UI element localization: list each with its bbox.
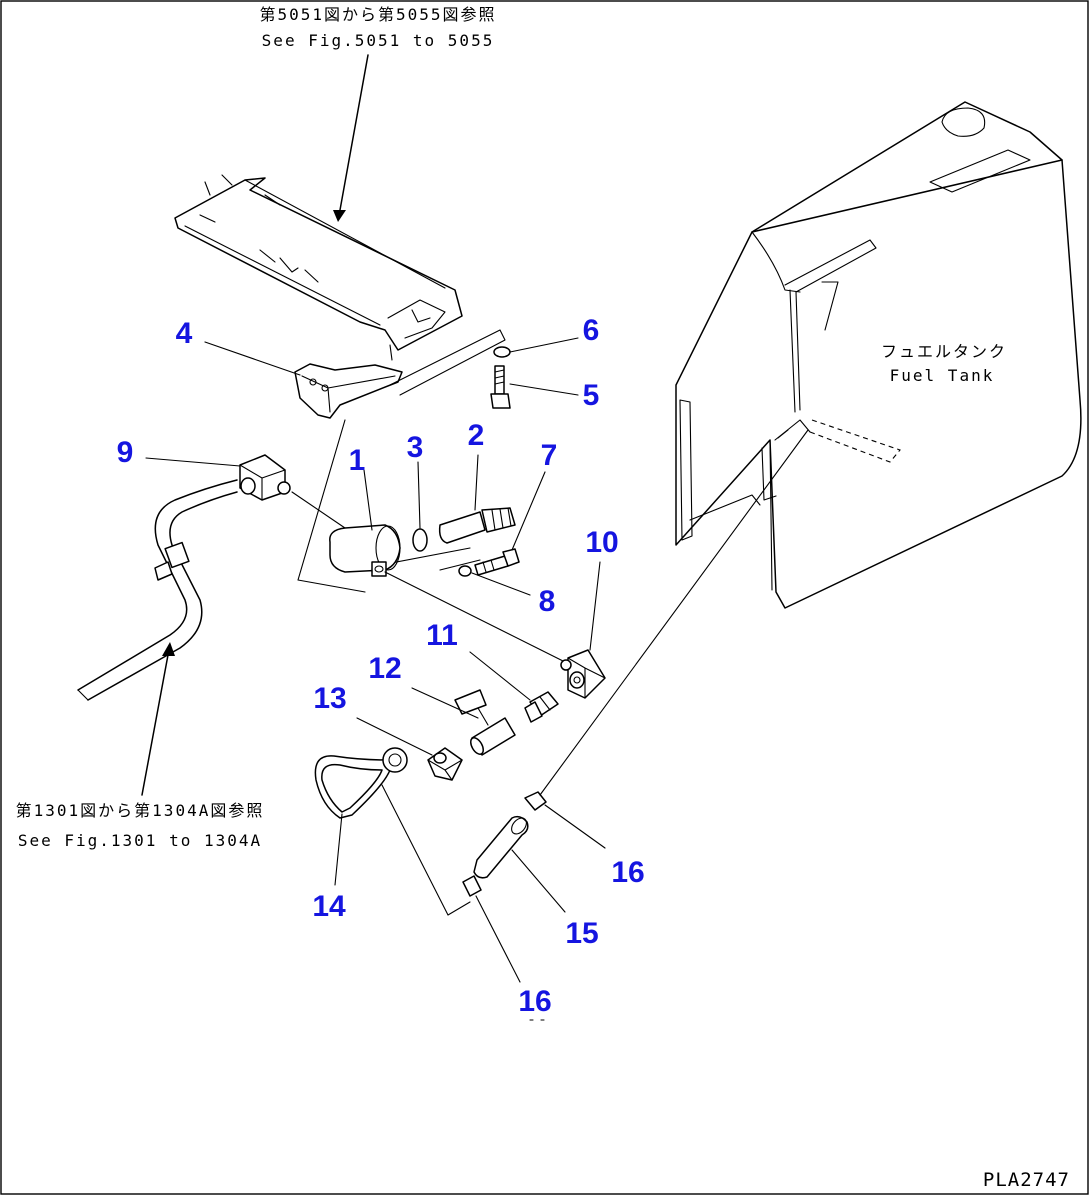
callout-15: 15 bbox=[565, 917, 598, 950]
joint-to-valve-line bbox=[291, 491, 346, 529]
valve-body bbox=[329, 524, 401, 577]
tank-label-en: Fuel Tank bbox=[890, 366, 995, 385]
callout-5: 5 bbox=[583, 379, 600, 412]
top-reference-arrow bbox=[333, 54, 369, 222]
clip-to-tank-line bbox=[539, 429, 809, 796]
clip-lower bbox=[462, 875, 482, 897]
callout-7: 7 bbox=[541, 439, 558, 472]
figure-code: PLA2747 bbox=[983, 1169, 1070, 1191]
bolt bbox=[490, 365, 511, 409]
callout-10: 10 bbox=[585, 526, 618, 559]
callout-1: 1 bbox=[349, 444, 366, 477]
washer bbox=[493, 346, 511, 358]
callout-2: 2 bbox=[468, 419, 485, 452]
small-bolt bbox=[474, 548, 520, 576]
top-reference-en: See Fig.5051 to 5055 bbox=[262, 31, 495, 50]
left-reference-jp: 第1301図から第1304A図参照 bbox=[16, 801, 265, 820]
nipple bbox=[524, 691, 559, 723]
fuel-tank bbox=[675, 101, 1082, 609]
callout-16-upper: 16 bbox=[611, 856, 644, 889]
callout-12: 12 bbox=[368, 652, 401, 685]
tank-label-jp: フュエルタンク bbox=[881, 342, 1007, 361]
callout-3: 3 bbox=[407, 431, 424, 464]
tube-to-clamp-line bbox=[381, 784, 471, 916]
callout-16-lower: 16 bbox=[518, 985, 551, 1018]
top-reference-jp: 第5051図から第5055図参照 bbox=[259, 5, 496, 24]
clip-upper bbox=[524, 791, 547, 811]
callout-11: 11 bbox=[426, 619, 458, 652]
elbow bbox=[427, 747, 463, 781]
hose-piece bbox=[473, 815, 529, 879]
fuel-hose bbox=[77, 479, 238, 701]
left-reference-en: See Fig.1301 to 1304A bbox=[18, 831, 262, 850]
elbow-joint bbox=[239, 454, 291, 501]
left-reference-arrow bbox=[141, 642, 175, 796]
bracket bbox=[294, 363, 403, 419]
callout-8: 8 bbox=[539, 585, 556, 618]
callout-13: 13 bbox=[313, 682, 346, 715]
cock bbox=[438, 507, 516, 544]
callout-4: 4 bbox=[176, 317, 193, 350]
tube bbox=[314, 747, 408, 819]
small-washer bbox=[458, 565, 472, 577]
bracket-leader-group bbox=[389, 329, 506, 396]
callout-6: 6 bbox=[583, 314, 600, 347]
valve-fitting bbox=[454, 689, 516, 756]
cover-plate bbox=[174, 174, 463, 361]
callout-leaders bbox=[145, 337, 606, 983]
o-ring bbox=[412, 528, 428, 552]
valve-to-joint-line bbox=[384, 571, 566, 663]
block-joint bbox=[560, 649, 606, 699]
callout-14: 14 bbox=[312, 890, 346, 923]
callout-9: 9 bbox=[117, 436, 134, 469]
